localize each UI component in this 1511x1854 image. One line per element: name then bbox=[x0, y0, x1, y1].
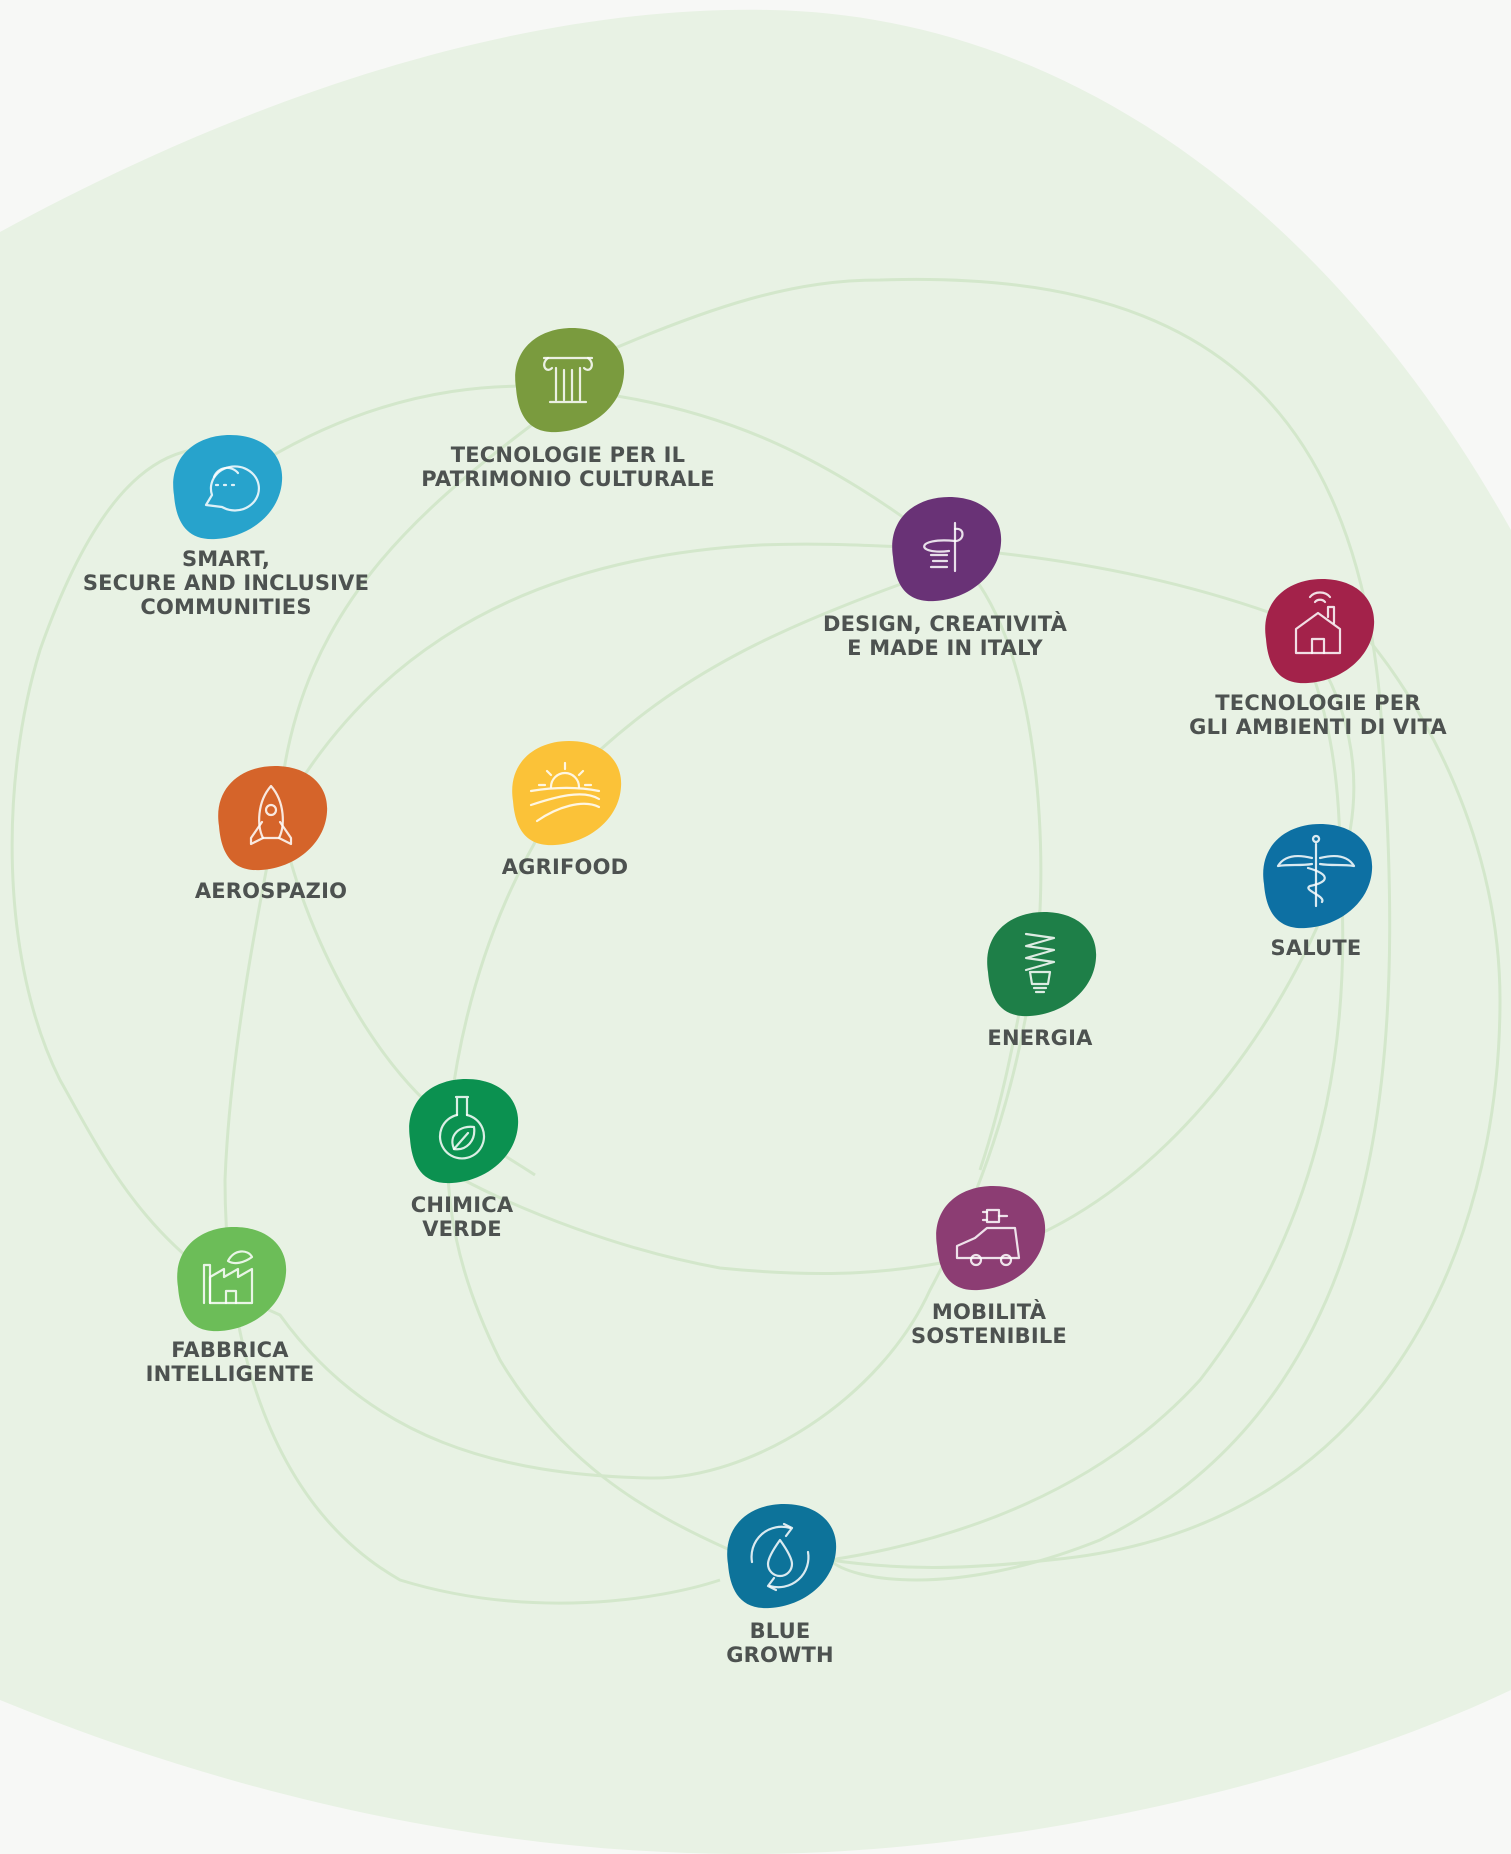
node-blob bbox=[1265, 579, 1375, 684]
node-label: AEROSPAZIO bbox=[195, 879, 347, 903]
node-label-line: AGRIFOOD bbox=[502, 855, 629, 879]
node-energia: ENERGIA bbox=[987, 912, 1097, 1050]
node-label-line: FABBRICA bbox=[171, 1338, 289, 1362]
node-label-line: MOBILITÀ bbox=[932, 1299, 1047, 1324]
sun-field-icon bbox=[529, 761, 601, 823]
node-label: AGRIFOOD bbox=[502, 855, 629, 879]
node-label: SALUTE bbox=[1271, 936, 1362, 960]
node-label-line: TECNOLOGIE PER bbox=[1215, 691, 1420, 715]
connector-curve bbox=[223, 398, 721, 1605]
node-blob bbox=[987, 912, 1097, 1017]
node-blob bbox=[727, 1504, 837, 1609]
node-label-line: SECURE AND INCLUSIVE bbox=[83, 571, 369, 595]
connector-curve bbox=[564, 277, 1392, 1582]
node-label-line: DESIGN, CREATIVITÀ bbox=[823, 611, 1068, 636]
node-blob bbox=[177, 1227, 287, 1332]
node-label-line: COMMUNITIES bbox=[140, 595, 311, 619]
connector-curve bbox=[829, 598, 1502, 1569]
node-blob bbox=[936, 1186, 1046, 1291]
connector-curve bbox=[445, 566, 946, 1552]
node-label-line: E MADE IN ITALY bbox=[847, 636, 1043, 660]
chat-bubble-icon bbox=[204, 465, 260, 512]
connector-curve bbox=[278, 542, 946, 816]
node-label-line: BLUE bbox=[750, 1619, 811, 1643]
node-salute: SALUTE bbox=[1263, 824, 1373, 960]
column-icon bbox=[542, 356, 594, 404]
node-label-line: GLI AMBIENTI DI VITA bbox=[1189, 715, 1447, 739]
node-label-line: SMART, bbox=[182, 547, 270, 571]
node-aerospazio: AEROSPAZIO bbox=[195, 766, 347, 903]
node-label-line: PATRIMONIO CULTURALE bbox=[421, 467, 715, 491]
connector-curve bbox=[278, 814, 536, 1177]
node-blob bbox=[515, 328, 625, 433]
node-label-line: ENERGIA bbox=[987, 1026, 1093, 1050]
node-blob bbox=[892, 497, 1002, 602]
background-blob bbox=[0, 9, 1511, 1854]
node-label-line: AEROSPAZIO bbox=[195, 879, 347, 903]
connector-curve bbox=[829, 619, 1345, 1562]
node-label-line: VERDE bbox=[422, 1217, 502, 1241]
node-agrifood: AGRIFOOD bbox=[502, 741, 629, 879]
connector-curve bbox=[264, 384, 1356, 1276]
lightbulb-icon bbox=[1024, 932, 1056, 994]
node-label-line: CHIMICA bbox=[411, 1193, 514, 1217]
node-label-line: INTELLIGENTE bbox=[146, 1362, 315, 1386]
node-label-line: SOSTENIBILE bbox=[911, 1324, 1067, 1348]
node-blob bbox=[409, 1079, 519, 1184]
node-label-line: SALUTE bbox=[1271, 936, 1362, 960]
factory-icon bbox=[202, 1250, 254, 1305]
node-label-line: GROWTH bbox=[726, 1643, 834, 1667]
node-label-line: TECNOLOGIE PER IL bbox=[451, 443, 686, 467]
node-blob bbox=[173, 435, 283, 540]
flask-leaf-icon bbox=[438, 1095, 486, 1160]
node-blob bbox=[1263, 824, 1373, 929]
node-blob bbox=[218, 766, 328, 871]
caduceus-icon bbox=[1276, 834, 1356, 908]
needle-thread-icon bbox=[923, 521, 964, 573]
node-label: ENERGIA bbox=[987, 1026, 1093, 1050]
water-cycle-icon bbox=[750, 1522, 810, 1592]
connector-lines bbox=[10, 277, 1502, 1605]
rocket-icon bbox=[249, 784, 293, 846]
electric-car-icon bbox=[955, 1208, 1021, 1267]
smart-home-icon bbox=[1294, 591, 1342, 655]
